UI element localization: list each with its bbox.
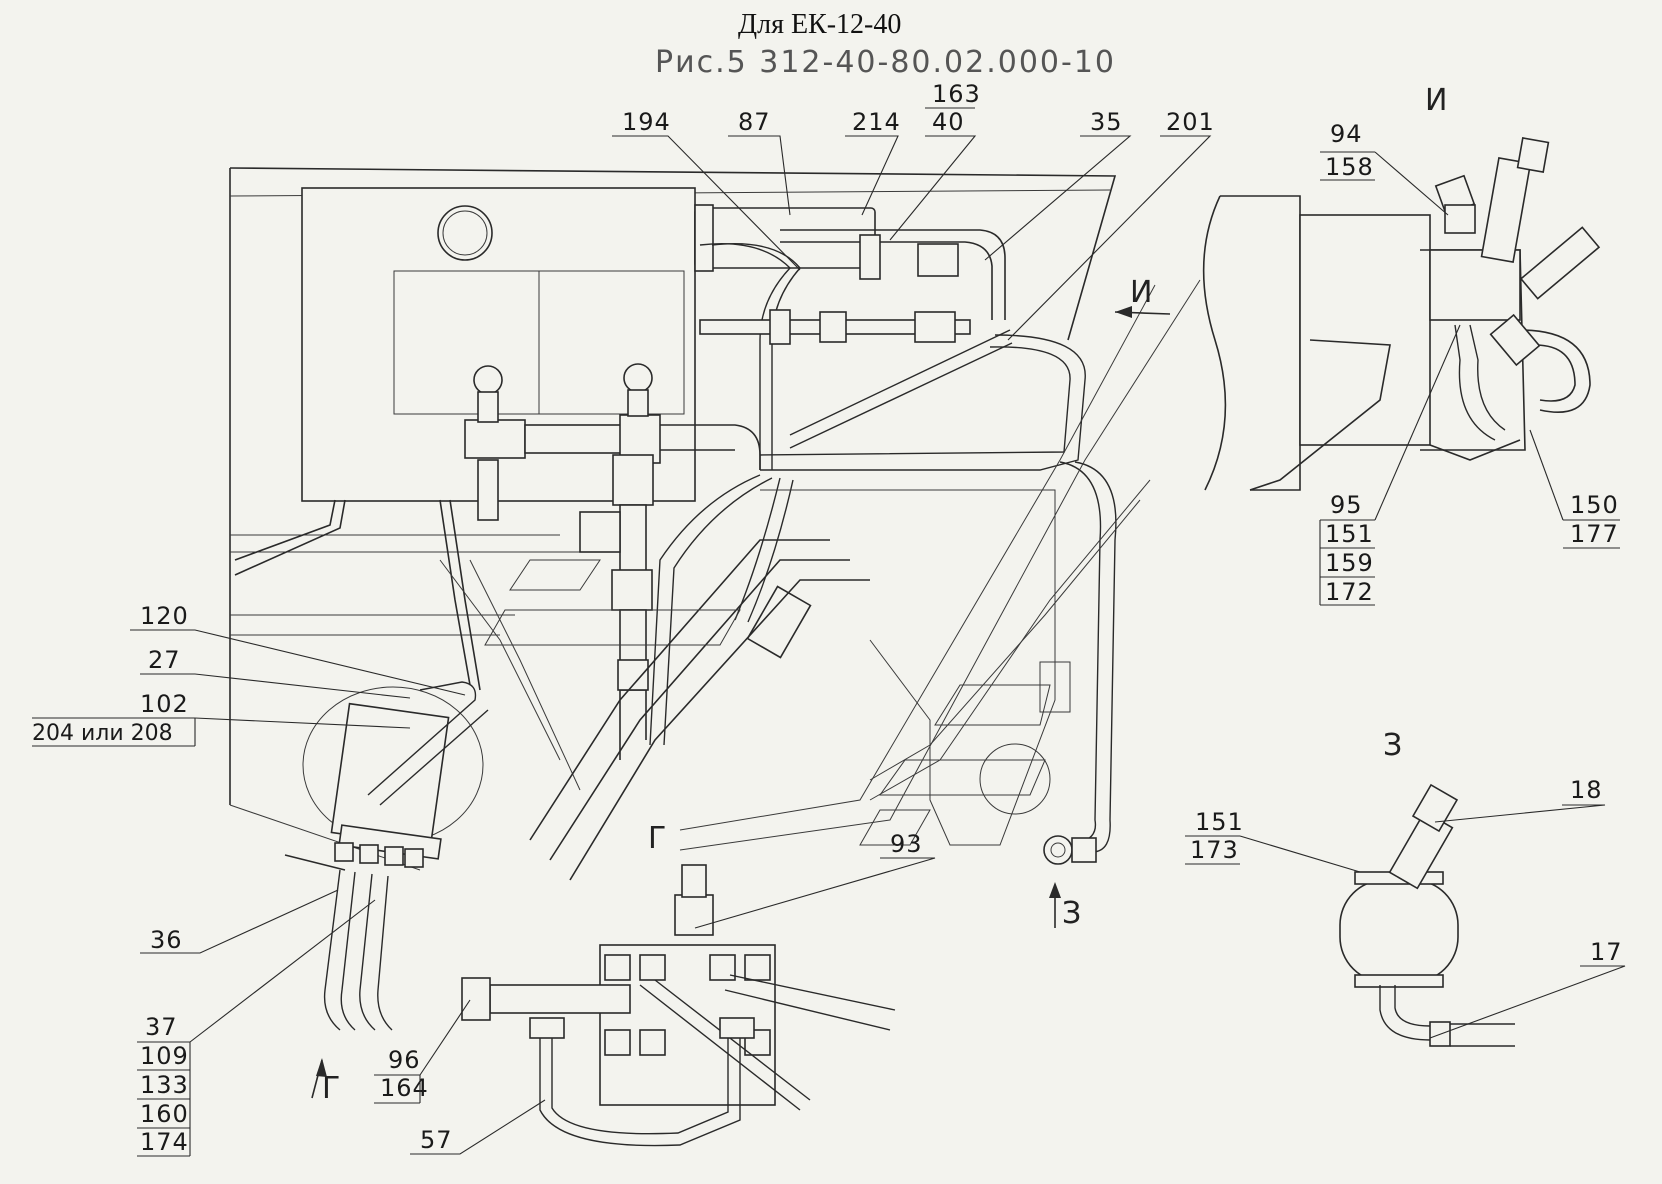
direction-guides: Г <box>439 279 1201 881</box>
view-g-mark: Г <box>648 821 666 856</box>
callout-36: 36 <box>140 889 339 954</box>
svg-text:З: З <box>1062 896 1081 931</box>
callout-27: 27 <box>140 646 411 699</box>
svg-text:201: 201 <box>1166 108 1215 136</box>
svg-text:93: 93 <box>890 830 923 858</box>
svg-text:174: 174 <box>140 1128 189 1156</box>
filter <box>1339 879 1459 983</box>
svg-text:36: 36 <box>150 926 183 954</box>
svg-text:163: 163 <box>932 80 981 108</box>
callout-194: 194 <box>612 108 801 271</box>
svg-text:57: 57 <box>420 1126 453 1154</box>
svg-text:151: 151 <box>1195 808 1244 836</box>
main-view: Г <box>229 167 1431 1031</box>
callout-17: 17 <box>1429 938 1626 1039</box>
callout-102-204: 102 204 или 208 <box>32 690 411 747</box>
svg-text:37: 37 <box>145 1013 178 1041</box>
svg-text:35: 35 <box>1090 108 1123 136</box>
svg-text:159: 159 <box>1325 549 1374 577</box>
callout-93: 93 <box>694 830 936 929</box>
callout-150-177: 150 177 <box>1529 429 1620 549</box>
drawing-subtitle: Рис.5 312-40-80.02.000-10 <box>655 45 1116 80</box>
svg-text:40: 40 <box>932 108 965 136</box>
svg-text:150: 150 <box>1570 491 1619 519</box>
svg-text:95: 95 <box>1330 491 1363 519</box>
callout-120: 120 <box>130 602 466 696</box>
svg-text:120: 120 <box>140 602 189 630</box>
svg-text:87: 87 <box>738 108 771 136</box>
svg-text:133: 133 <box>140 1071 189 1099</box>
svg-text:172: 172 <box>1325 578 1374 606</box>
svg-text:158: 158 <box>1325 153 1374 181</box>
svg-text:И: И <box>1130 275 1152 310</box>
svg-text:94: 94 <box>1330 120 1363 148</box>
svg-text:17: 17 <box>1590 938 1623 966</box>
callout-87: 87 <box>728 108 791 216</box>
callout-201: 201 <box>1007 108 1215 341</box>
drawing-title: Для ЕК-12-40 <box>738 9 901 40</box>
view-i-label: И <box>1425 83 1447 118</box>
callout-37-group: 37 109 133 160 174 <box>137 899 376 1157</box>
svg-text:204 или 208: 204 или 208 <box>32 721 173 746</box>
callout-57: 57 <box>410 1099 546 1155</box>
callout-151-173: 151 173 <box>1185 808 1361 873</box>
svg-text:27: 27 <box>148 646 181 674</box>
svg-text:177: 177 <box>1570 520 1619 548</box>
svg-text:173: 173 <box>1190 836 1239 864</box>
view-i-arrow: И <box>1114 275 1171 318</box>
callout-95-group: 95 151 159 172 <box>1319 324 1461 606</box>
svg-text:109: 109 <box>140 1042 189 1070</box>
filler-cap <box>437 205 493 261</box>
callout-96-164: 96 164 <box>374 999 471 1104</box>
svg-text:214: 214 <box>852 108 901 136</box>
svg-text:164: 164 <box>380 1074 429 1102</box>
view-z-arrow: З <box>1049 882 1081 931</box>
svg-text:160: 160 <box>140 1100 189 1128</box>
svg-text:18: 18 <box>1570 776 1603 804</box>
valve-detail-view <box>461 864 896 1147</box>
svg-text:151: 151 <box>1325 520 1374 548</box>
svg-text:Г: Г <box>322 1071 340 1106</box>
view-z: З <box>1339 728 1515 1047</box>
view-g-arrow: Г <box>311 1058 340 1106</box>
callout-18: 18 <box>1434 776 1606 823</box>
callout-94-158: 94 158 <box>1320 120 1449 216</box>
view-i: И <box>1420 83 1601 461</box>
callout-35: 35 <box>984 108 1132 261</box>
view-z-label: З <box>1383 728 1402 763</box>
callout-214: 214 <box>845 108 901 216</box>
callout-163-40: 163 40 <box>889 80 981 241</box>
svg-text:96: 96 <box>388 1046 421 1074</box>
svg-text:102: 102 <box>140 690 189 718</box>
svg-text:194: 194 <box>622 108 671 136</box>
